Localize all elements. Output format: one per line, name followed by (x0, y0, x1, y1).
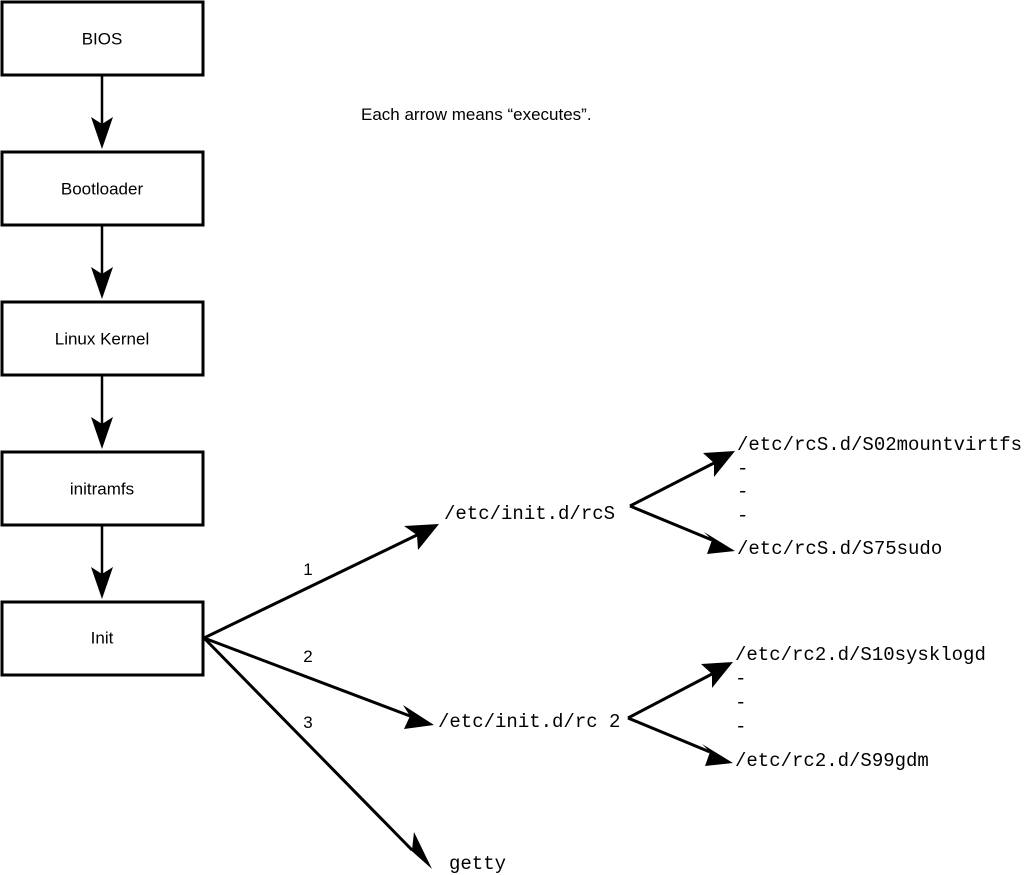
node-bios: BIOS (0, 0, 205, 77)
node-linux-kernel-label: Linux Kernel (55, 329, 150, 348)
node-initramfs-label: initramfs (70, 479, 134, 498)
label-rc2-first-script: /etc/rc2.d/S10sysklogd (735, 644, 986, 666)
rcs-ellipsis-dash-1: - (737, 458, 748, 480)
node-bootloader: Bootloader (0, 150, 205, 227)
chain-connector-bios-to-bootloader (91, 76, 113, 149)
edge-rc2-to-first-script (627, 662, 733, 720)
rc2-ellipsis-dash-1: - (735, 668, 746, 690)
edge-label-3: 3 (303, 713, 312, 732)
chain-connector-bootloader-to-kernel (91, 226, 113, 299)
edge-init-to-rcs (203, 524, 439, 640)
label-rc2-last-script: /etc/rc2.d/S99gdm (735, 750, 929, 772)
node-bios-label: BIOS (82, 29, 123, 48)
chain-connector-kernel-to-initramfs (91, 376, 113, 449)
rc2-ellipsis-dash-3: - (735, 716, 746, 738)
node-linux-kernel: Linux Kernel (0, 300, 205, 377)
label-etc-initd-rcs: /etc/init.d/rcS (444, 503, 615, 525)
edge-rcs-to-first-script (629, 451, 735, 508)
edge-init-to-rc2 (203, 636, 434, 729)
node-init-label: Init (91, 628, 114, 647)
edge-rcs-to-last-script (629, 504, 735, 554)
edge-label-2: 2 (303, 647, 312, 666)
edge-rc2-to-last-script (627, 716, 733, 766)
diagram-caption: Each arrow means “executes”. (361, 105, 592, 124)
edge-init-to-getty (202, 636, 432, 869)
node-initramfs: initramfs (0, 450, 205, 527)
label-rcs-first-script: /etc/rcS.d/S02mountvirtfs (737, 434, 1022, 456)
label-rcs-last-script: /etc/rcS.d/S75sudo (737, 538, 942, 560)
node-init: Init (0, 600, 205, 677)
rc2-ellipsis-dash-2: - (735, 692, 746, 714)
chain-connector-initramfs-to-init (91, 526, 113, 599)
node-bootloader-label: Bootloader (61, 179, 144, 198)
edge-label-1: 1 (303, 560, 312, 579)
label-etc-initd-rc2: /etc/init.d/rc 2 (438, 711, 620, 733)
rcs-ellipsis-dash-3: - (737, 505, 748, 527)
label-getty: getty (449, 853, 506, 875)
rcs-ellipsis-dash-2: - (737, 481, 748, 503)
